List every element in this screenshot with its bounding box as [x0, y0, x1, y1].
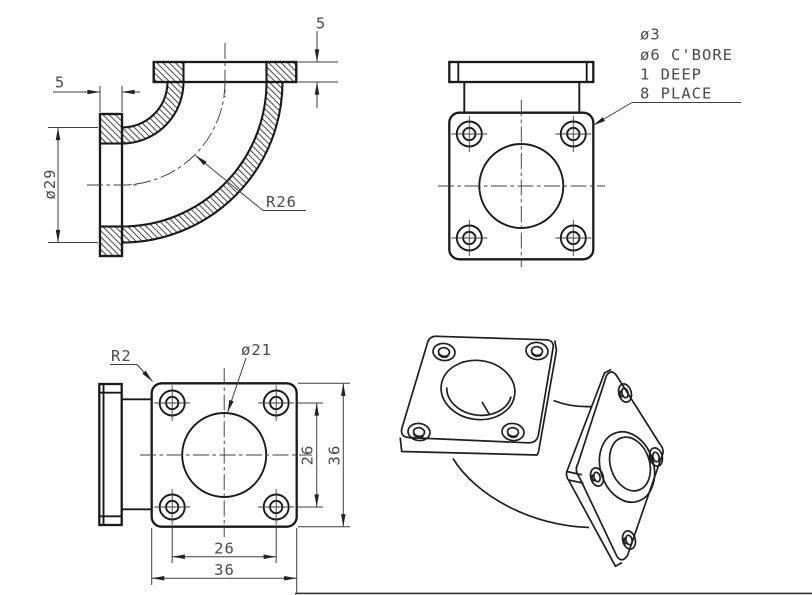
- front-top-flange-edge: [448, 60, 595, 84]
- iso-top-bore-inner: [445, 387, 512, 417]
- dim-label-thickness-side: 5: [55, 74, 65, 92]
- dim-flange-thickness-side: 5: [53, 74, 140, 112]
- leader-bend-radius: R26: [195, 155, 306, 211]
- dim-hole-pitch-h: 26: [171, 528, 277, 563]
- plan-view: R2 ø21 26 36: [98, 341, 350, 593]
- iso-top-hole-3: [407, 422, 431, 442]
- front-hole-bottom-right: [555, 220, 592, 256]
- iso-right-hole-2: [648, 447, 664, 467]
- side-flange-lower-section: [98, 225, 124, 258]
- dim-hole-pitch-v: 26: [298, 402, 323, 508]
- dim-flange-height: 36: [298, 382, 350, 528]
- dim-label-height: 36: [326, 445, 344, 466]
- dim-label-corner-radius: R2: [111, 347, 132, 365]
- iso-top-flange: [399, 335, 558, 456]
- front-hole-top-left: [451, 116, 488, 152]
- front-hole-bottom-left: [451, 220, 488, 256]
- iso-elbow-outer-curve: [452, 458, 590, 529]
- hole-callout: ø3 ø6 C'BORE 1 DEEP 8 PLACE: [592, 26, 741, 126]
- plan-side-flange-edge: [98, 382, 123, 527]
- dim-label-pitch-v: 26: [299, 445, 317, 466]
- iso-right-hole-1: [617, 383, 633, 403]
- dim-label-bend-radius: R26: [266, 193, 297, 211]
- dim-tube-od: ø29: [41, 127, 98, 243]
- plan-hole-bottom-left: [154, 489, 191, 525]
- plan-hole-top-right: [258, 385, 295, 421]
- dim-label-bore: ø21: [241, 341, 272, 359]
- iso-right-hole-3: [589, 467, 605, 487]
- dim-label-thickness-top: 5: [316, 15, 326, 33]
- section-view: 5 5 ø29 R26: [41, 15, 338, 258]
- plan-hole-top-left: [154, 385, 191, 421]
- iso-right-bore-inner: [608, 436, 652, 492]
- isometric-view: [399, 335, 664, 568]
- bend-centerline-arc: [121, 81, 226, 186]
- front-view: ø3 ø6 C'BORE 1 DEEP 8 PLACE: [438, 26, 741, 267]
- iso-top-hole-2: [525, 341, 549, 361]
- section-inner-wall: [120, 80, 185, 145]
- callout-line-3: 1 DEEP: [640, 66, 702, 84]
- front-hole-top-right: [555, 116, 592, 152]
- leader-corner-radius: R2: [110, 347, 153, 382]
- top-flange-right-section: [265, 60, 298, 84]
- iso-top-bore-wall-line: [481, 401, 491, 415]
- iso-top-bore: [440, 359, 516, 421]
- dim-label-tube-od: ø29: [41, 169, 59, 200]
- leader-bore: ø21: [227, 341, 272, 413]
- top-flange-left-section: [152, 60, 185, 84]
- plan-hole-bottom-right: [258, 489, 295, 525]
- iso-right-hole-4: [621, 530, 637, 550]
- callout-line-4: 8 PLACE: [640, 85, 712, 103]
- callout-leader: [592, 102, 633, 126]
- iso-top-hole-4: [501, 422, 525, 442]
- callout-line-2: ø6 C'BORE: [640, 46, 733, 64]
- dim-flange-thickness-top: 5: [298, 15, 338, 108]
- iso-right-flange: [565, 368, 664, 568]
- iso-top-hole-1: [432, 342, 456, 362]
- callout-line-1: ø3: [640, 26, 661, 44]
- dim-flange-width: 36: [151, 528, 298, 593]
- iso-elbow-upper-curve: [553, 399, 593, 408]
- section-outer-wall: [120, 80, 284, 244]
- dim-label-pitch-h: 26: [214, 540, 235, 558]
- dim-label-width: 36: [214, 561, 235, 579]
- side-flange-upper-section: [98, 112, 124, 145]
